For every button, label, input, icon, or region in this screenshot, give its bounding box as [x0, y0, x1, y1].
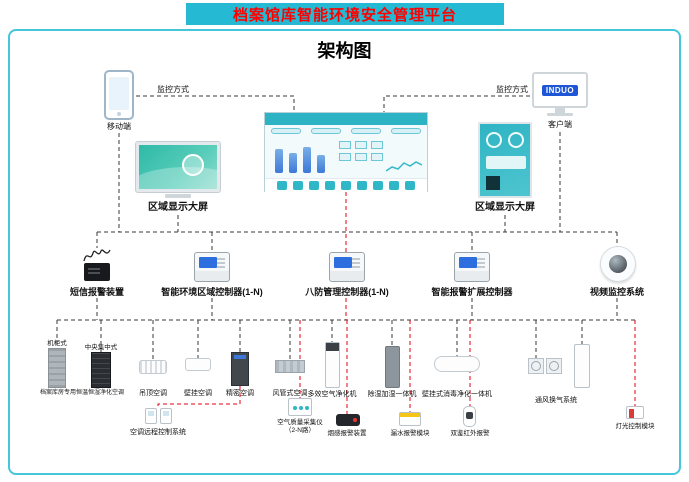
smoke-alarm-label: 烟感报警装置 [327, 430, 367, 437]
monitor-mode-left-label: 监控方式 [157, 85, 189, 94]
dome-camera-icon [600, 246, 636, 282]
phone-screen [109, 77, 129, 110]
camera-lens [609, 255, 627, 273]
dual-infrared-label: 双鉴红外报警 [450, 430, 490, 437]
dashboard-toolbar [265, 178, 427, 192]
air-quality-label-line2: （2-N路） [285, 427, 315, 434]
env-zone-controller-icon [194, 252, 230, 282]
controller-screen [459, 257, 477, 268]
dashboard-content [265, 125, 427, 178]
humidity-unit-label: 除湿加湿一体机 [367, 391, 417, 398]
dashed-link-mobile-dashboard [136, 95, 295, 112]
humidity-unit-icon [385, 346, 400, 388]
wall-ac-label: 壁挂空调 [184, 390, 212, 397]
smoke-alarm-icon [336, 414, 360, 426]
qr-code-icon [486, 176, 500, 190]
platform-dashboard-preview [264, 112, 428, 192]
controller-screen [199, 257, 217, 268]
left-screen-panel [135, 141, 221, 193]
eight-protection-controller-label: 八防管理控制器(1-N) [305, 287, 389, 297]
induo-logo: INDUO [541, 84, 579, 96]
air-quality-label-line1: 空气质量采集仪 [277, 419, 323, 426]
controller-buttons [352, 258, 360, 268]
page-title-banner: 档案馆库智能环境安全管理平台 [186, 3, 504, 25]
dashed-link-client-dashboard [383, 95, 530, 112]
alarm-extension-controller-label: 智能报警扩展控制器 [431, 287, 513, 297]
central-type-label: 中央集中式 [84, 344, 118, 351]
monitor-stand [555, 108, 565, 113]
left-screen-base [165, 194, 191, 198]
right-display-screen-icon [478, 122, 532, 198]
sms-alarm-label: 短信报警装置 [69, 287, 124, 297]
screen-panel [486, 156, 526, 169]
ventilation-tower-icon [574, 344, 590, 388]
fan-icon [546, 358, 562, 374]
precision-ac-label: 精密空调 [226, 390, 254, 397]
water-leak-label: 漏水报警模块 [390, 430, 430, 437]
gauge-ring-icon [508, 132, 524, 148]
water-leak-module-icon [399, 412, 421, 426]
mini-line-chart [386, 161, 422, 172]
ceiling-ac-icon [139, 360, 167, 374]
ac-remote-panel-icon [160, 408, 172, 424]
controller-screen [334, 257, 352, 268]
purifier-top [326, 343, 339, 351]
cabinet-ac-icon [48, 348, 66, 388]
alarm-extension-controller-icon [454, 252, 490, 282]
cabinet-type-label: 机柜式 [47, 340, 67, 347]
env-zone-controller-label: 智能环境区域控制器(1-N) [161, 287, 263, 297]
archive-ac-label: 档案库房专用恒温恒湿净化空调 [39, 390, 124, 396]
air-purifier-label: 多效空气净化机 [307, 391, 357, 398]
wall-ac-icon [185, 358, 211, 371]
right-screen-label: 区域显示大屏 [475, 202, 535, 213]
duct-ac-icon [275, 360, 305, 373]
diagram-title: 架构图 [317, 41, 372, 61]
client-screen: INDUO [532, 72, 588, 108]
left-display-screen-icon [135, 141, 221, 198]
magnifier-icon [182, 154, 204, 176]
fan-icon [528, 358, 544, 374]
left-screen-label: 区域显示大屏 [148, 202, 208, 213]
air-purifier-icon [325, 342, 340, 388]
mobile-label: 移动端 [107, 122, 131, 131]
sms-antenna-cable-icon [83, 249, 111, 262]
sms-alarm-device-icon [84, 263, 110, 281]
ceiling-ac-label: 吊顶空调 [139, 390, 167, 397]
ac-remote-panel-icon [145, 408, 157, 424]
light-control-label: 灯光控制模块 [615, 423, 655, 430]
phone-home-button [117, 112, 121, 116]
disinfect-unit-label: 壁挂式消毒净化一体机 [422, 391, 492, 398]
disinfect-unit-icon [434, 356, 480, 372]
page-title: 档案馆库智能环境安全管理平台 [232, 6, 457, 24]
controller-buttons [477, 258, 485, 268]
eight-protection-controller-icon [329, 252, 365, 282]
precision-ac-icon [231, 352, 249, 386]
light-control-module-icon [626, 406, 644, 419]
ventilation-label: 通风换气系统 [535, 397, 577, 404]
monitor-mode-right-label: 监控方式 [496, 85, 528, 94]
air-quality-collector-icon [288, 398, 312, 416]
client-monitor-icon: INDUO [532, 72, 588, 116]
mobile-phone-icon [104, 70, 134, 120]
dual-infrared-icon [463, 406, 476, 427]
central-ac-icon [91, 352, 111, 388]
client-label: 客户端 [548, 120, 572, 129]
ac-remote-label: 空调远程控制系统 [130, 429, 186, 436]
video-surveillance-label: 视频监控系统 [589, 287, 644, 297]
controller-buttons [217, 258, 225, 268]
gauge-ring-icon [486, 132, 502, 148]
monitor-base [547, 113, 573, 116]
dashboard-header-bar [265, 113, 427, 125]
duct-ac-label: 风管式空调 [272, 390, 308, 397]
